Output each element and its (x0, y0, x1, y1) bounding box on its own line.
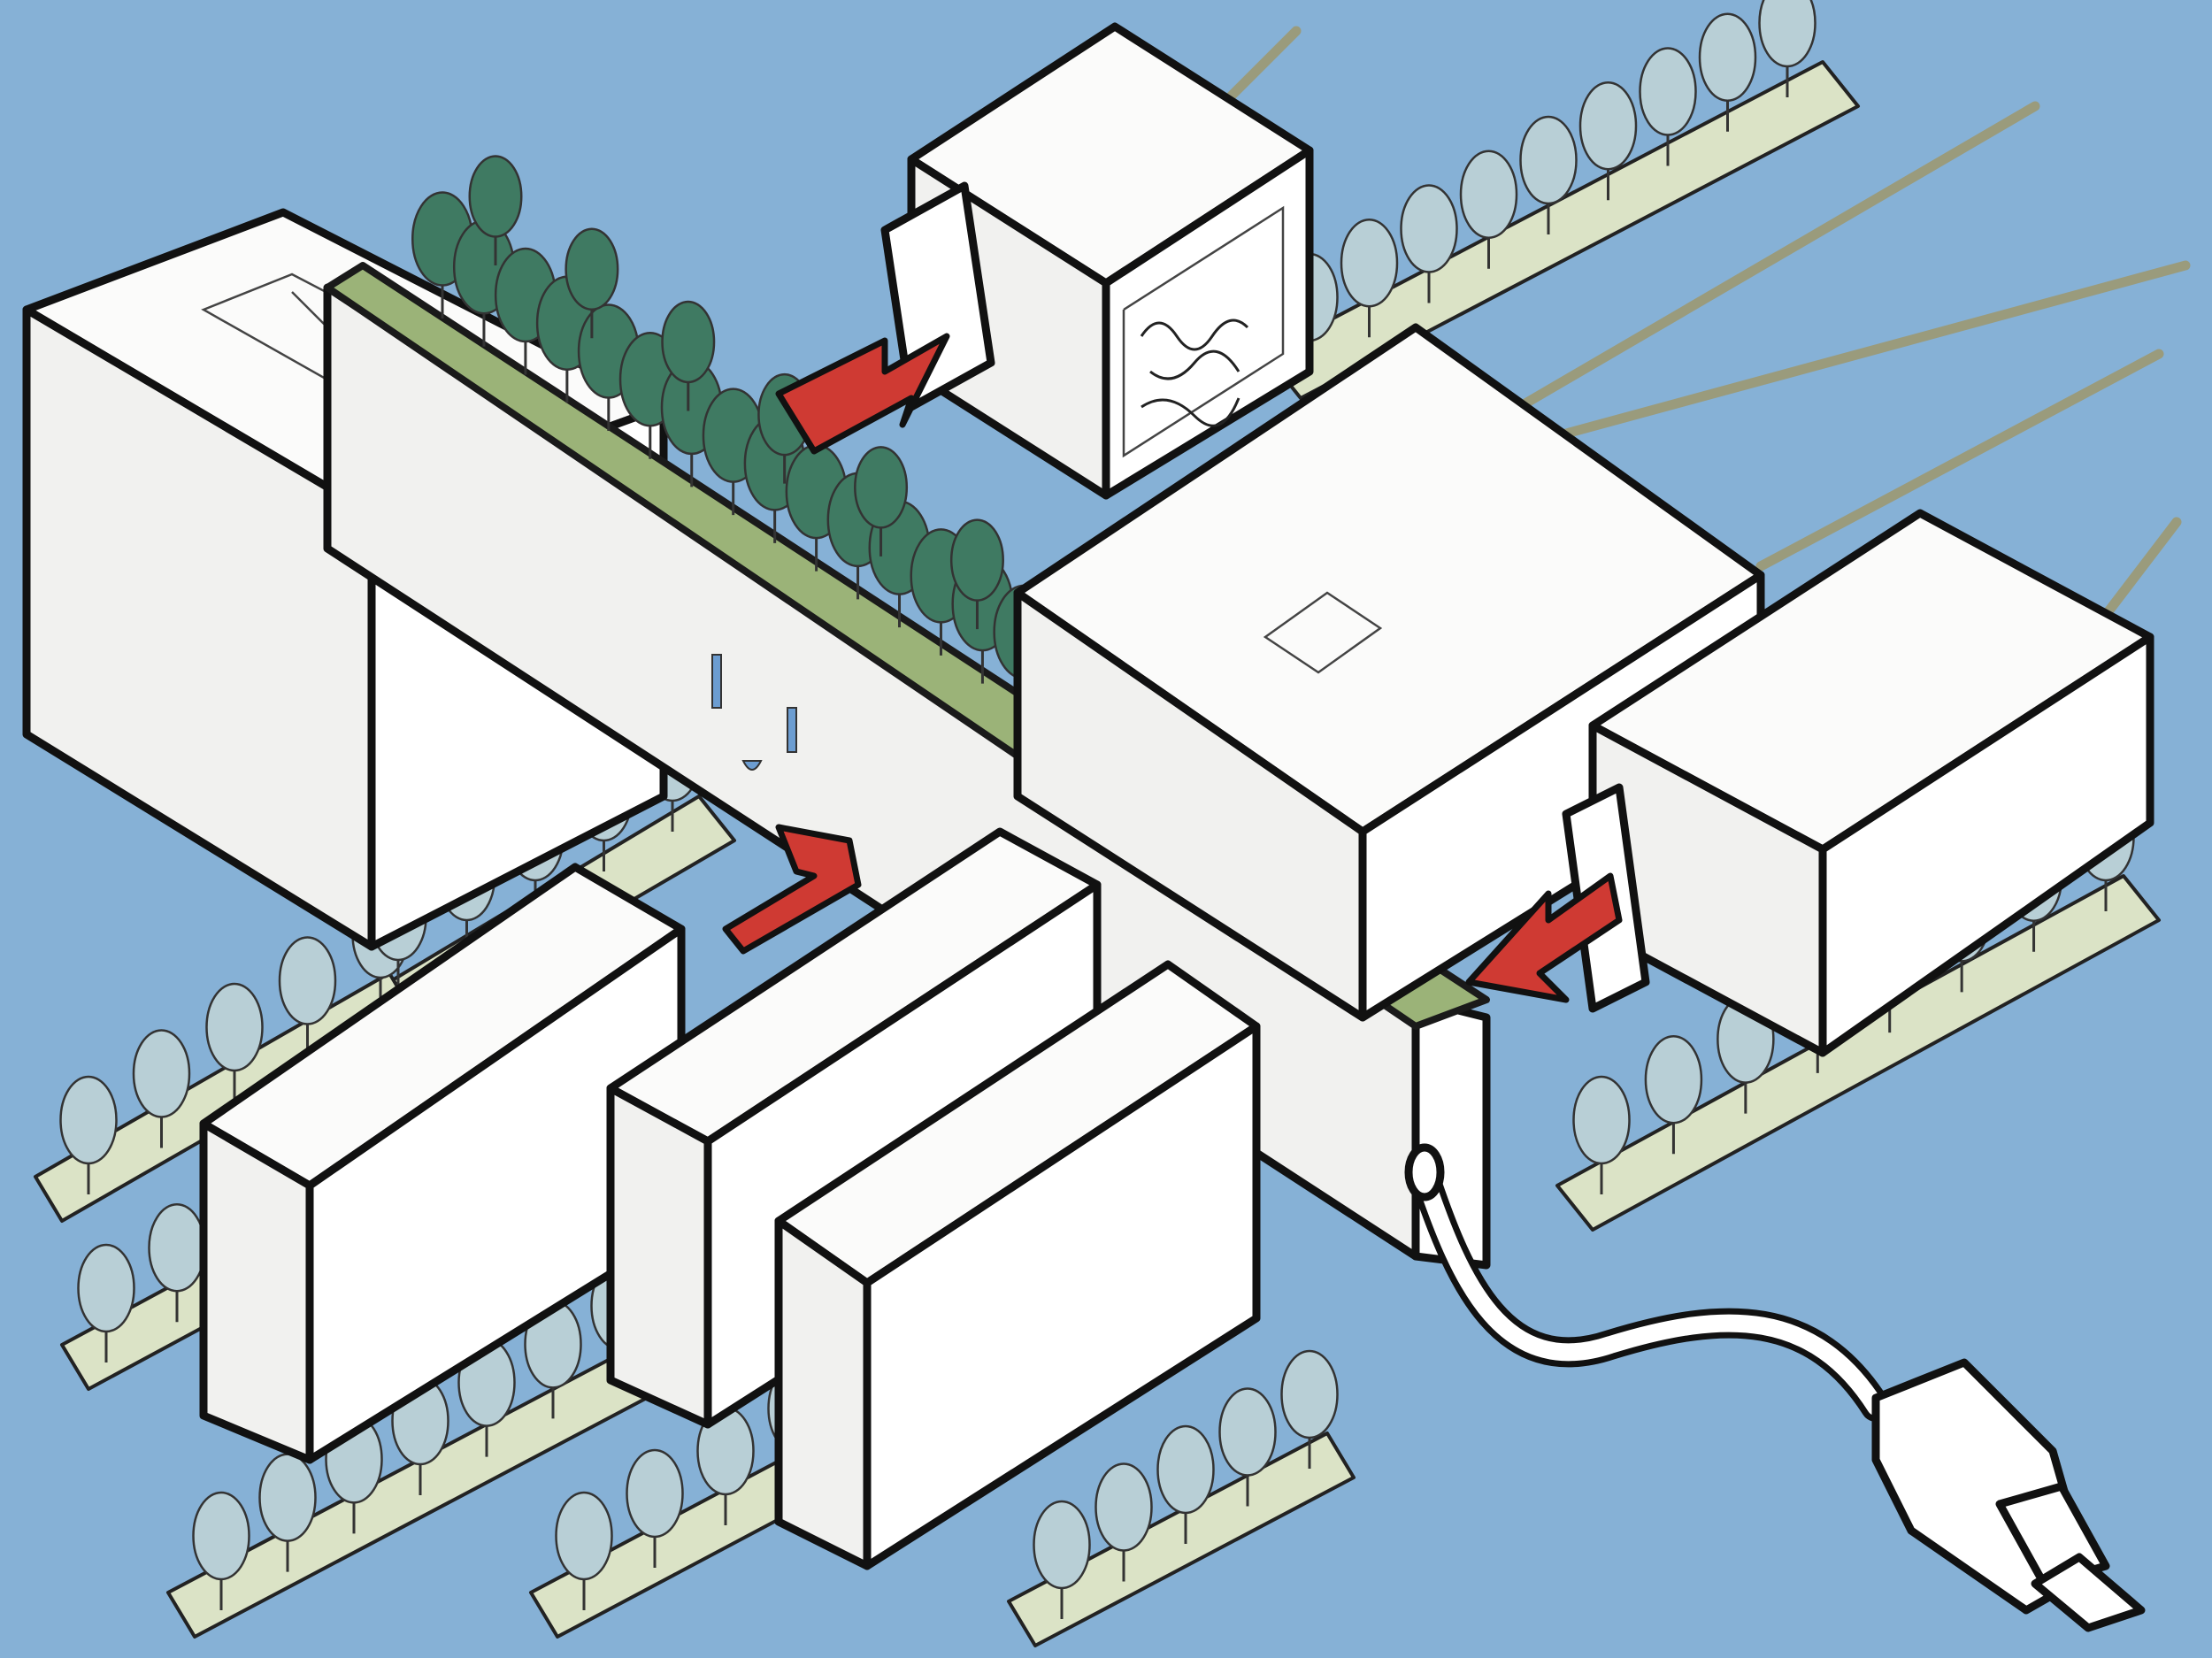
arrow-bottom-left (722, 824, 862, 955)
street-tree (1280, 1349, 1339, 1469)
street-tree (1758, 0, 1816, 97)
building-right-front (1562, 509, 2154, 1057)
arrow-right (1465, 872, 1623, 1003)
street-tree (1094, 1462, 1153, 1582)
street-tree (1156, 1424, 1215, 1544)
street-tree (1572, 1075, 1631, 1194)
inward-arrow-icon (722, 333, 1623, 1003)
roof-tree (661, 300, 716, 411)
street-tree (626, 1448, 684, 1568)
roof-tree (565, 227, 619, 339)
street-tree (59, 1075, 118, 1194)
roof-tree (854, 446, 909, 557)
street-tree (696, 1406, 755, 1525)
street-tree (1578, 81, 1638, 201)
street-tree (1639, 47, 1697, 166)
street-tree (77, 1243, 135, 1362)
tree-strip-bottom-3 (1007, 1432, 1356, 1647)
building-front-3 (774, 960, 1261, 1570)
street-tree (1400, 184, 1458, 303)
street-tree (1340, 219, 1399, 338)
arrow-top (775, 333, 950, 455)
street-tree (1519, 115, 1578, 234)
street-tree (555, 1491, 613, 1610)
building-back-screen (880, 22, 1314, 500)
street-tree (278, 936, 337, 1055)
street-tree (205, 982, 264, 1101)
street-tree (132, 1029, 191, 1148)
street-tree (1459, 150, 1518, 269)
street-tree (1218, 1387, 1277, 1507)
street-tree (1698, 12, 1757, 132)
street-tree (192, 1491, 250, 1610)
street-tree (1644, 1035, 1703, 1155)
street-tree (148, 1203, 206, 1323)
roof-tree (949, 518, 1004, 630)
power-cable (1404, 1143, 1891, 1422)
street-tree (1033, 1500, 1091, 1619)
building-front-1 (199, 863, 686, 1464)
electric-plug-icon (1871, 1358, 2146, 1632)
roof-tree (468, 155, 523, 265)
back-socket-box (880, 181, 995, 411)
tree-strip-right (1555, 874, 2161, 1232)
